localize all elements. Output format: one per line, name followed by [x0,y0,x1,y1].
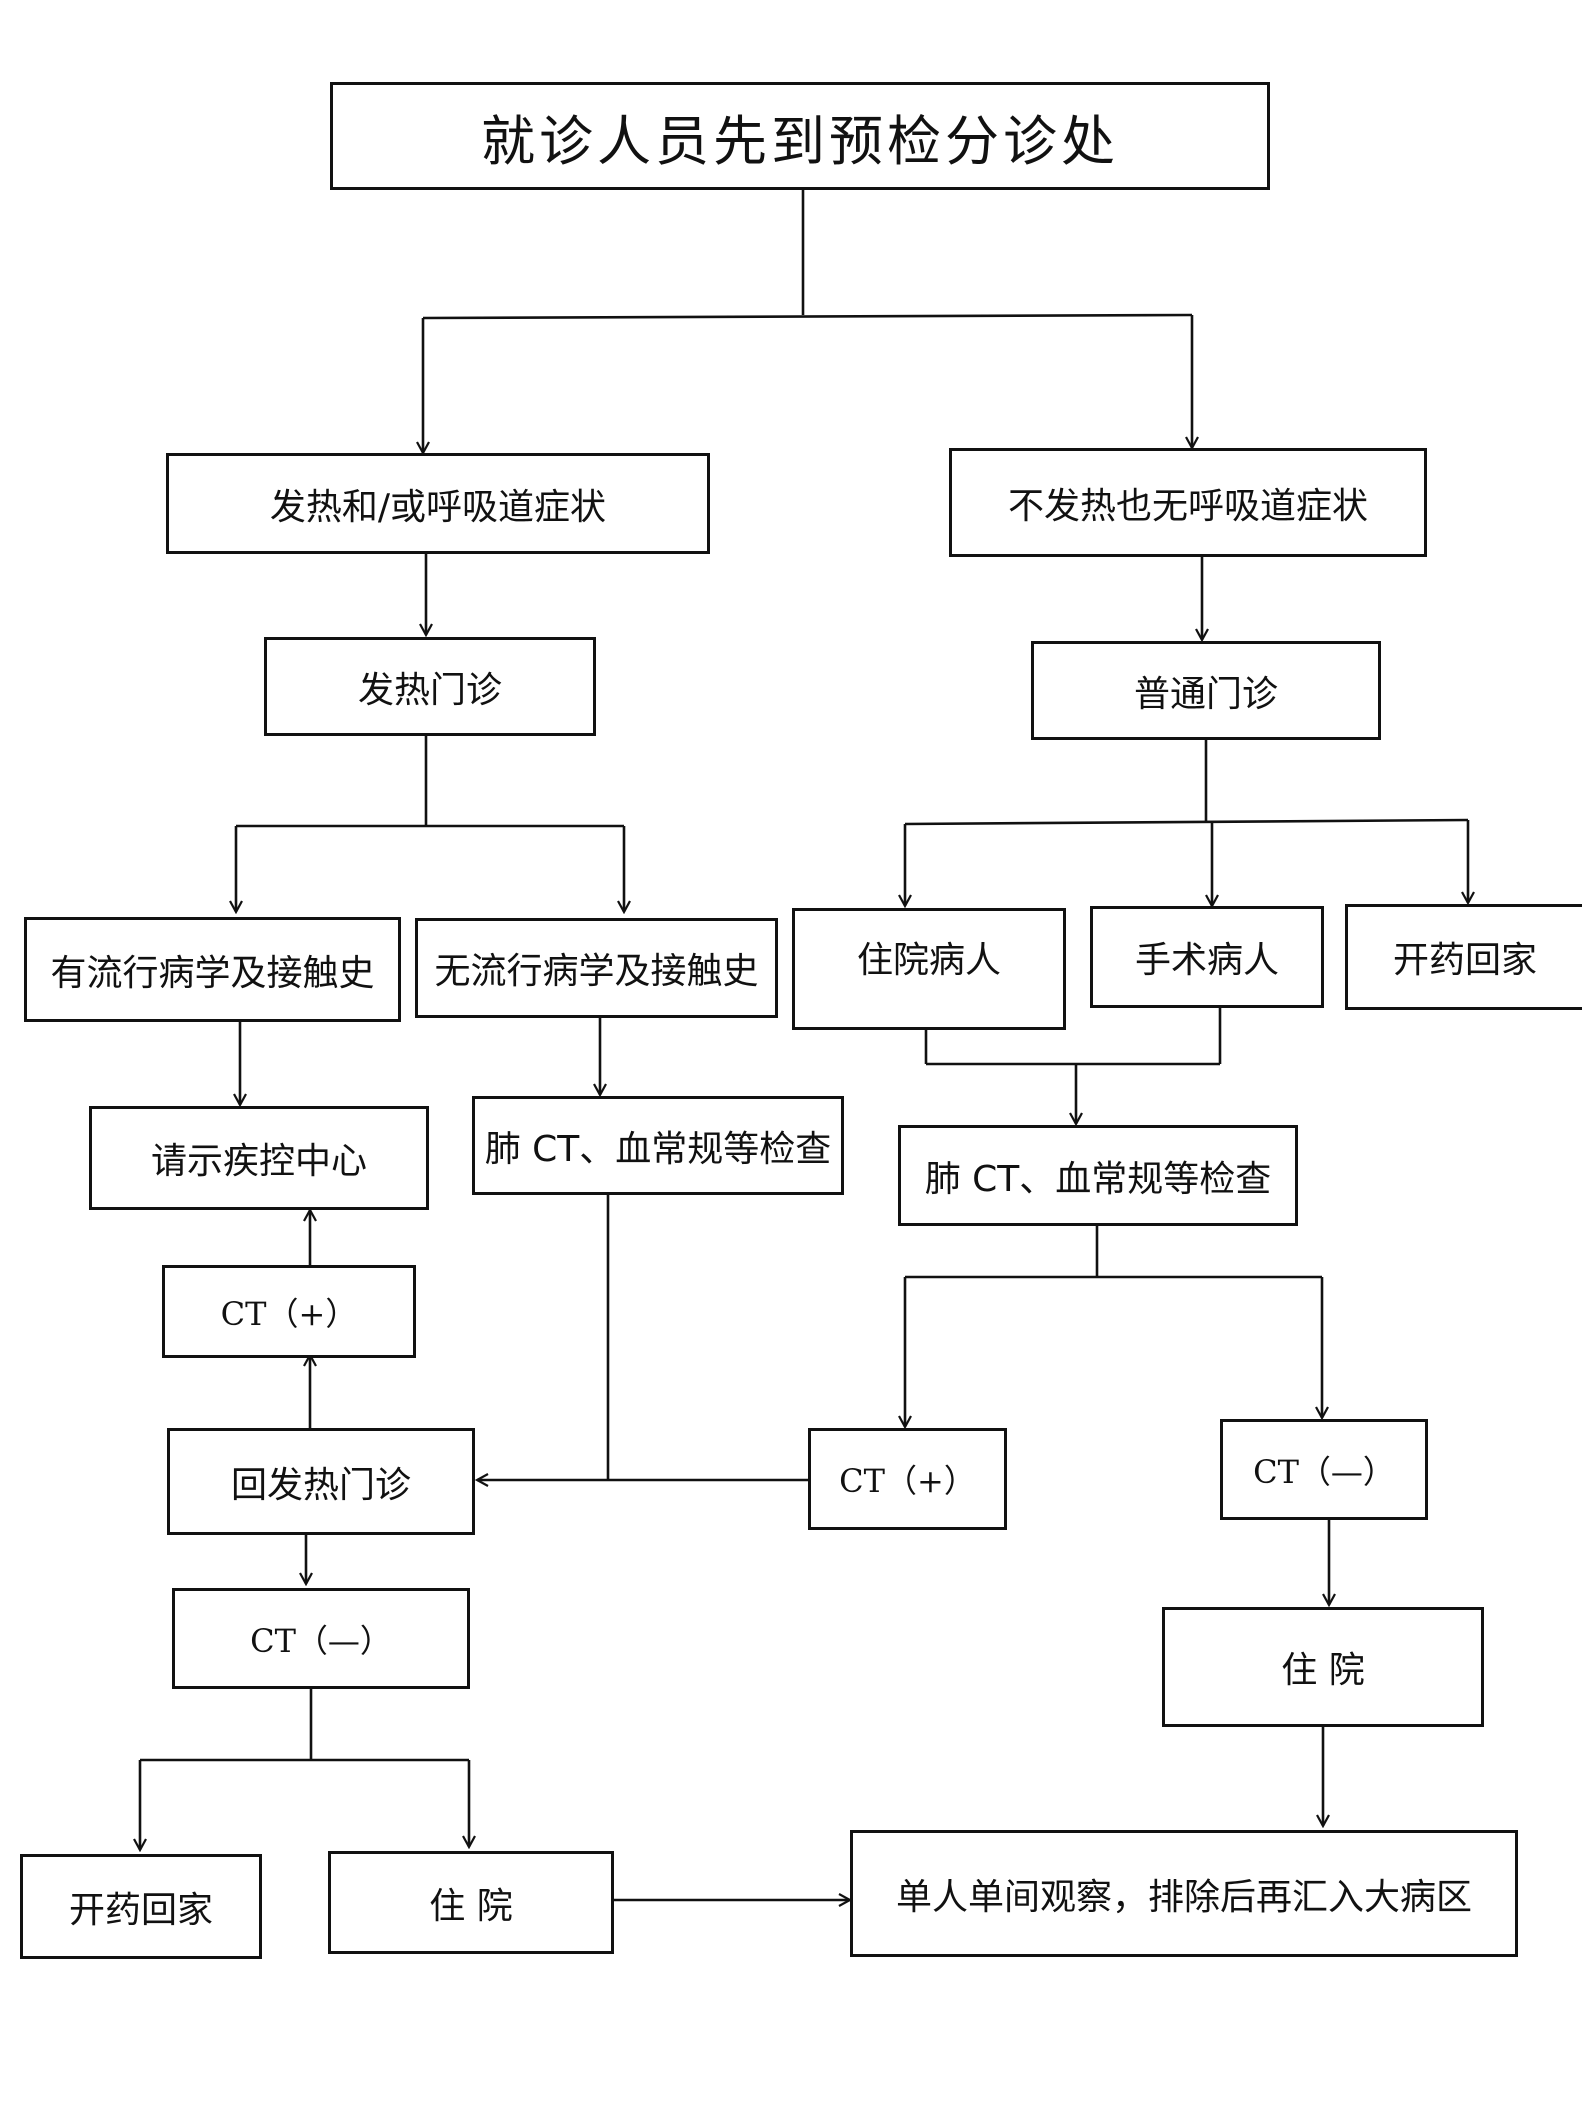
ct-negative-right-box: CT（—） [1220,1419,1428,1520]
fever-clinic-text: 发热门诊 [357,669,502,711]
no-fever-symptoms-box: 不发热也无呼吸道症状 [949,448,1427,557]
general-clinic-text: 普通门诊 [1133,673,1278,715]
ct-positive-right-box: CT（+） [808,1428,1007,1530]
ct-positive-left-box: CT（+） [162,1265,416,1358]
return-fever-clinic-text: 回发热门诊 [230,1464,411,1506]
hospitalize-right-box: 住 院 [1162,1607,1484,1727]
ct-positive-left-text: CT（+） [220,1294,358,1333]
single-room-box: 单人单间观察，排除后再汇入大病区 [850,1830,1518,1957]
report-cdc-text: 请示疾控中心 [150,1141,367,1182]
without-epi-contact-text: 无流行病学及接触史 [434,951,759,992]
fever-symptoms-box: 发热和/或呼吸道症状 [166,453,710,554]
title-split-line [422,313,1193,320]
ct-positive-right-text: CT（+） [839,1462,976,1500]
prescribe-home-left-box: 开药回家 [20,1854,262,1959]
prescribe-home-right-text: 开药回家 [1392,940,1537,981]
hospitalize-right-text: 住 院 [1281,1650,1365,1691]
with-epi-contact-box: 有流行病学及接触史 [24,917,401,1022]
inpatient-box: 住院病人 [792,908,1066,1030]
title-box: 就诊人员先到预检分诊处 [330,82,1270,190]
report-cdc-box: 请示疾控中心 [89,1106,429,1210]
no-fever-symptoms-text: 不发热也无呼吸道症状 [1007,485,1368,527]
single-room-text: 单人单间观察，排除后再汇入大病区 [895,1876,1472,1918]
general-clinic-split [904,818,1469,826]
surgery-patient-box: 手术病人 [1090,906,1324,1008]
ct-negative-right-text: CT（—） [1253,1452,1395,1491]
hospitalize-left-box: 住 院 [328,1851,614,1954]
prescribe-home-left-text: 开药回家 [68,1889,213,1931]
fever-symptoms-text: 发热和/或呼吸道症状 [269,486,607,528]
hospitalize-left-text: 住 院 [429,1885,513,1927]
lung-ct-left-text: 肺 CT、血常规等检查 [484,1128,832,1170]
with-epi-contact-text: 有流行病学及接触史 [50,952,375,994]
lung-ct-right-text: 肺 CT、血常规等检查 [924,1158,1272,1200]
general-clinic-box: 普通门诊 [1031,641,1381,740]
return-fever-clinic-box: 回发热门诊 [167,1428,475,1535]
surgery-patient-text: 手术病人 [1134,940,1279,981]
fever-clinic-box: 发热门诊 [264,637,596,736]
ct-negative-left-text: CT（—） [250,1621,392,1660]
inpatient-text: 住院病人 [856,940,1001,981]
without-epi-contact-box: 无流行病学及接触史 [415,918,778,1018]
title-text: 就诊人员先到预检分诊处 [481,109,1119,173]
lung-ct-right-box: 肺 CT、血常规等检查 [898,1125,1298,1226]
lung-ct-left-box: 肺 CT、血常规等检查 [472,1096,844,1195]
ct-negative-left-box: CT（—） [172,1588,470,1689]
prescribe-home-right-box: 开药回家 [1345,904,1582,1010]
